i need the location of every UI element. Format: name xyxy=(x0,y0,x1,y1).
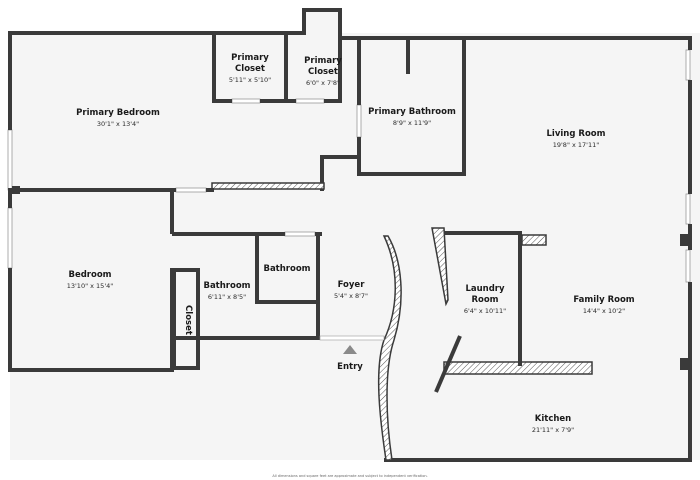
room-family-room: Family Room 14'4" x 10'2" xyxy=(573,295,634,315)
room-primary-closet-2: Primary Closet 6'0" x 7'8" xyxy=(304,56,342,87)
window xyxy=(7,129,13,191)
room-name: Laundry xyxy=(465,284,505,294)
room-name: Bathroom xyxy=(203,281,250,291)
room-name: Bathroom xyxy=(263,264,310,274)
window xyxy=(685,49,691,81)
room-dimensions: 6'4" x 10'11" xyxy=(464,307,506,315)
floor-area xyxy=(10,10,700,460)
room-name: Family Room xyxy=(573,295,634,305)
window xyxy=(685,193,691,225)
room-name: Bedroom xyxy=(68,270,111,280)
window xyxy=(356,104,362,138)
room-name: Closet xyxy=(183,305,193,335)
triangle-up-icon xyxy=(343,345,357,354)
room-name: Foyer xyxy=(338,280,366,290)
window xyxy=(295,98,325,104)
room-name: Living Room xyxy=(547,129,606,139)
window xyxy=(231,98,261,104)
room-name: Kitchen xyxy=(535,414,571,424)
window xyxy=(284,231,316,237)
room-name: Closet xyxy=(235,64,265,74)
room-dimensions: 6'11" x 8'5" xyxy=(208,293,246,301)
room-kitchen: Kitchen 21'11" x 7'9" xyxy=(532,414,574,434)
room-primary-bathroom: Primary Bathroom 8'9" x 11'9" xyxy=(368,107,456,127)
window xyxy=(7,207,13,269)
room-dimensions: 8'9" x 11'9" xyxy=(393,119,431,127)
window xyxy=(685,249,691,283)
room-name: Closet xyxy=(308,67,338,77)
walls xyxy=(8,8,692,462)
entry-marker: Entry xyxy=(337,345,363,372)
entry-opening xyxy=(319,335,385,341)
footer-disclaimer: All dimensions and square feet are appro… xyxy=(272,474,427,478)
room-dimensions: 21'11" x 7'9" xyxy=(532,426,574,434)
room-living-room: Living Room 19'8" x 17'11" xyxy=(547,129,606,149)
room-name: Primary xyxy=(231,53,269,63)
room-name: Primary Bathroom xyxy=(368,107,456,117)
room-dimensions: 13'10" x 15'4" xyxy=(67,282,113,290)
room-closet: Closet xyxy=(183,305,193,335)
room-foyer: Foyer 5'4" x 8'7" xyxy=(334,280,368,300)
room-dimensions: 19'8" x 17'11" xyxy=(553,141,599,149)
room-name: Primary xyxy=(304,56,342,66)
room-bathroom-1: Bathroom 6'11" x 8'5" xyxy=(203,281,250,301)
room-dimensions: 14'4" x 10'2" xyxy=(583,307,625,315)
entry-label: Entry xyxy=(337,362,363,372)
room-dimensions: 6'0" x 7'8" xyxy=(306,79,340,87)
room-name: Primary Bedroom xyxy=(76,108,160,118)
room-dimensions: 5'11" x 5'10" xyxy=(229,76,271,84)
room-bedroom: Bedroom 13'10" x 15'4" xyxy=(67,270,113,290)
angled-walls xyxy=(377,227,462,461)
window xyxy=(175,187,207,193)
room-primary-bedroom: Primary Bedroom 30'1" x 13'4" xyxy=(76,108,160,128)
room-laundry-room: Laundry Room 6'4" x 10'11" xyxy=(464,284,506,315)
room-dimensions: 30'1" x 13'4" xyxy=(97,120,139,128)
room-dimensions: 5'4" x 8'7" xyxy=(334,292,368,300)
room-bathroom-2: Bathroom xyxy=(263,264,310,274)
room-name: Room xyxy=(471,295,498,305)
room-primary-closet-1: Primary Closet 5'11" x 5'10" xyxy=(229,53,271,84)
